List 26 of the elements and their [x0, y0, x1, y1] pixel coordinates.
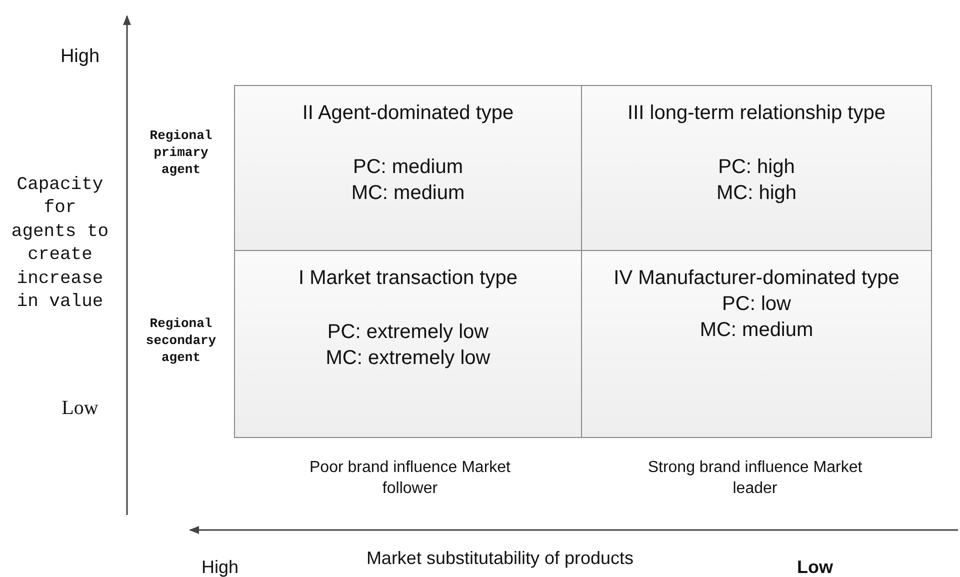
axis-title: Market substitutability of products [365, 547, 635, 570]
axis-title: Capacity for agents to create increase in value [10, 174, 110, 314]
axis-end-label: Low [60, 396, 100, 421]
quadrant-cell [581, 85, 932, 251]
quadrant-heading: I Market transaction type [298, 266, 518, 291]
quadrant-cell [234, 250, 582, 438]
axis-end-label: Low [796, 556, 834, 577]
column-label: Poor brand influence Market follower [308, 458, 512, 499]
quadrant-value: MC: medium [350, 181, 466, 206]
quadrant-heading: III long-term relationship type [626, 101, 886, 126]
quadrant-cell [581, 250, 932, 438]
quadrant-value: PC: low [721, 292, 792, 317]
quadrant-value: MC: extremely low [324, 346, 492, 371]
axis-end-label: High [59, 45, 101, 69]
axis-end-label: High [200, 556, 240, 577]
row-label: Regional primary agent [148, 128, 214, 179]
column-label: Strong brand influence Market leader [646, 458, 864, 499]
quadrant-heading: IV Manufacturer-dominated type [612, 266, 900, 291]
quadrant-value: PC: medium [352, 155, 464, 180]
row-label: Regional secondary agent [144, 316, 218, 367]
quadrant-value: MC: high [715, 181, 798, 206]
quadrant-value: MC: medium [698, 318, 814, 343]
quadrant-value: PC: high [717, 155, 796, 180]
quadrant-cell [234, 85, 582, 251]
quadrant-heading: II Agent-dominated type [301, 101, 515, 126]
quadrant-value: PC: extremely low [326, 320, 490, 345]
